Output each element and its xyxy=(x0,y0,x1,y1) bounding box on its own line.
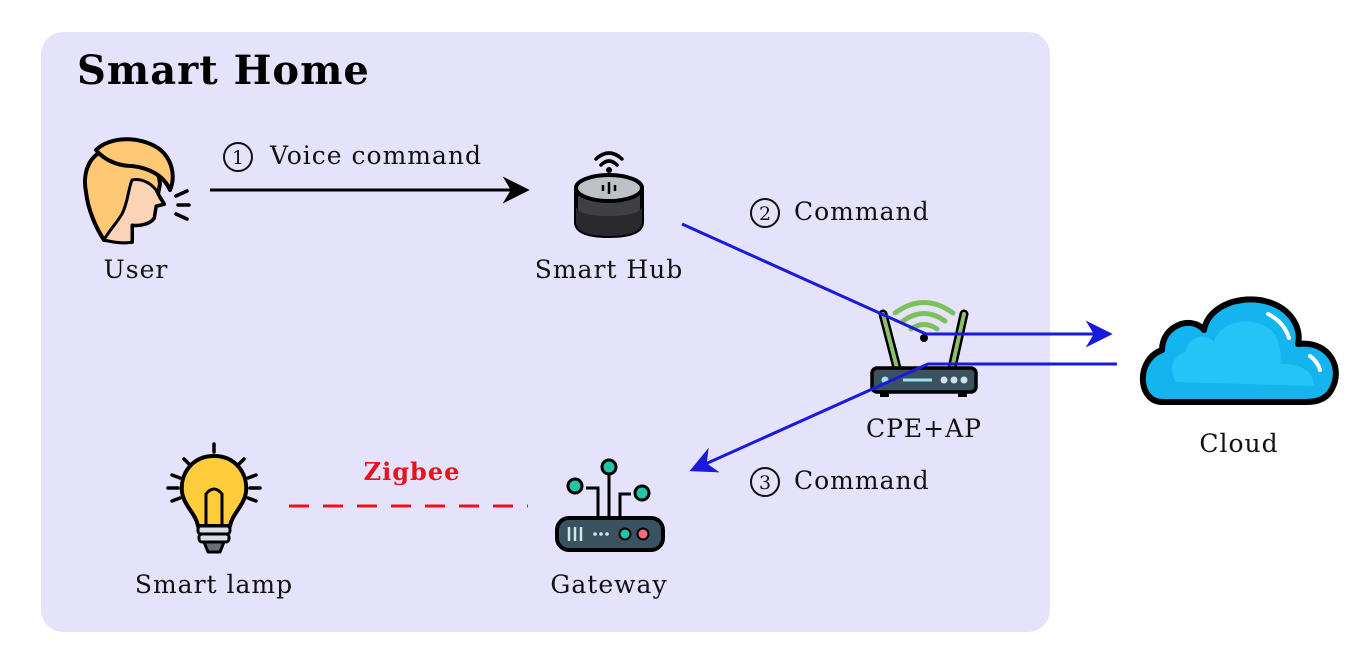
smart-hub-label: Smart Hub xyxy=(535,255,684,284)
svg-text:3: 3 xyxy=(759,472,771,494)
cloud-label: Cloud xyxy=(1199,429,1278,458)
user-icon xyxy=(83,137,191,245)
step-marker-3: 3 xyxy=(750,467,780,497)
light-bulb-icon xyxy=(166,442,262,554)
diagram-title: Smart Home xyxy=(77,47,370,94)
router-icon xyxy=(870,300,978,397)
voice-command-label: Voice command xyxy=(269,141,482,170)
gateway-label: Gateway xyxy=(550,570,667,599)
command-up-arrow xyxy=(681,222,1113,348)
command-down-arrow xyxy=(689,362,1117,473)
command-down-label: Command xyxy=(794,466,930,495)
command-up-label: Command xyxy=(794,197,930,226)
zigbee-label: Zigbee xyxy=(364,457,461,486)
smart-hub-icon xyxy=(574,151,644,239)
smart-home-panel xyxy=(41,32,1050,632)
smart-lamp-label: Smart lamp xyxy=(135,570,293,599)
svg-text:2: 2 xyxy=(759,203,771,225)
router-label: CPE+AP xyxy=(866,414,982,443)
gateway-icon xyxy=(555,458,665,552)
user-label: User xyxy=(104,255,169,284)
step-marker-2: 2 xyxy=(750,198,780,228)
step-marker-1: 1 xyxy=(223,142,253,172)
cloud-icon xyxy=(1139,296,1339,405)
svg-text:1: 1 xyxy=(232,147,244,169)
